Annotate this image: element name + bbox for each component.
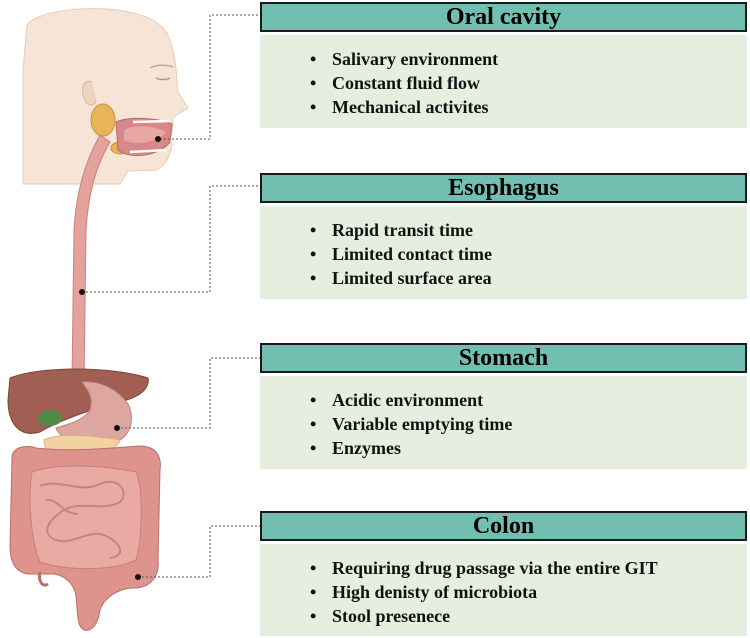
small-intestine-illustration bbox=[29, 465, 142, 570]
list-item: Limited contact time bbox=[310, 242, 747, 266]
gallbladder-illustration bbox=[38, 410, 62, 426]
list-item: Acidic environment bbox=[310, 388, 747, 412]
list-item: High denisty of microbiota bbox=[310, 580, 747, 604]
list-item: Limited surface area bbox=[310, 266, 747, 290]
marker-esophagus-dot bbox=[79, 289, 85, 295]
list-item: Stool presenece bbox=[310, 604, 747, 628]
list-item: Rapid transit time bbox=[310, 218, 747, 242]
esophagus-header: Esophagus bbox=[260, 173, 747, 203]
connector-oral bbox=[160, 14, 260, 140]
esophagus-panel: Rapid transit time Limited contact time … bbox=[260, 206, 747, 299]
oral-cavity-panel: Salivary environment Constant fluid flow… bbox=[260, 35, 747, 128]
connector-esophagus bbox=[82, 185, 260, 293]
marker-colon-dot bbox=[135, 574, 141, 580]
colon-list: Requiring drug passage via the entire GI… bbox=[260, 544, 747, 628]
list-item: Mechanical activites bbox=[310, 95, 747, 119]
list-item: Requiring drug passage via the entire GI… bbox=[310, 556, 747, 580]
connector-stomach bbox=[117, 357, 260, 429]
stomach-panel: Acidic environment Variable emptying tim… bbox=[260, 376, 747, 469]
list-item: Salivary environment bbox=[310, 47, 747, 71]
oral-cavity-header: Oral cavity bbox=[260, 2, 747, 32]
marker-oral-dot bbox=[155, 136, 161, 142]
head-illustration bbox=[22, 8, 189, 185]
list-item: Variable emptying time bbox=[310, 412, 747, 436]
list-item: Enzymes bbox=[310, 436, 747, 460]
esophagus-list: Rapid transit time Limited contact time … bbox=[260, 206, 747, 290]
colon-panel: Requiring drug passage via the entire GI… bbox=[260, 544, 747, 636]
marker-stomach-dot bbox=[114, 425, 120, 431]
stomach-header: Stomach bbox=[260, 343, 747, 373]
colon-header: Colon bbox=[260, 511, 747, 541]
oral-cavity-list: Salivary environment Constant fluid flow… bbox=[260, 35, 747, 119]
list-item: Constant fluid flow bbox=[310, 71, 747, 95]
connector-colon bbox=[138, 525, 260, 578]
stomach-list: Acidic environment Variable emptying tim… bbox=[260, 376, 747, 460]
